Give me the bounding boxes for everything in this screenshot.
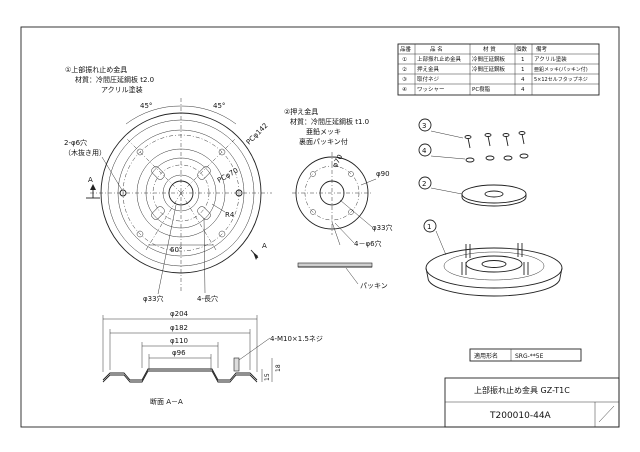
section-thread: 4-M10×1.5ネジ: [270, 335, 323, 343]
part1-slot: [151, 206, 165, 220]
part2-plan-view: ②押え金具 材質：冷間圧延鋼板 t1.0 亜鉛メッキ 裏面パッキン付 φ70 φ…: [284, 107, 393, 290]
table-header-no: 品番: [400, 46, 412, 53]
table-row3-remarks: 5×12セルフタップネジ: [534, 76, 588, 83]
part1-center-hole: [168, 180, 194, 206]
section-d110: φ110: [170, 337, 188, 345]
part2-d90: φ90: [376, 170, 390, 178]
table-row1-remarks: アクリル塗装: [534, 55, 567, 63]
parts-table: 品番 品 名 材 質 個数 備考 ① 上部振れ止め金具 冷間圧延鋼板 1 アクリ…: [397, 43, 600, 96]
part1-angle-right: 45°: [213, 102, 225, 110]
part2-center-hole: [319, 180, 345, 206]
section-h18: 18: [275, 364, 282, 372]
section-d182: φ182: [170, 324, 188, 332]
sheet-border: [20, 26, 620, 428]
drawing-number: T200010-44A: [489, 411, 552, 421]
table-row4-material: PC樹脂: [472, 85, 491, 93]
section-d96: φ96: [172, 349, 186, 357]
section-profile: [102, 368, 258, 381]
table-header-qty: 個数: [516, 45, 528, 53]
part1-pcd70: PCφ70: [216, 166, 240, 184]
table-row4-no: ④: [402, 87, 407, 93]
part2-hole33: φ33穴: [372, 223, 393, 232]
part2-material: 材質：冷間圧延鋼板 t1.0: [290, 117, 369, 126]
table-row2-remarks: 亜鉛メッキ(パッキン付): [534, 66, 588, 73]
part1-holes-label: 2-φ6穴: [64, 138, 87, 147]
table-row3-qty: 4: [521, 77, 525, 83]
part1-pcd142: PCφ142: [245, 122, 270, 147]
part1-holes-note: （木抜き用）: [64, 148, 106, 157]
table-row2-qty: 1: [521, 67, 525, 73]
part1-slot: [151, 166, 165, 180]
table-row1-name: 上部振れ止め金具: [417, 55, 462, 63]
part1-plan-view: ①上部振れ止め金具 材質：冷間圧延鋼板 t2.0 アクリル塗装 45° 45°: [64, 65, 272, 303]
part1-wood-hole-left: [119, 189, 127, 197]
part1-title: ①上部振れ止め金具: [65, 65, 127, 74]
callout-4: 4: [422, 147, 427, 155]
title-block: 適用形名 SRG-**5E 上部振れ止め金具 GZ-T1C T200010-44…: [444, 348, 620, 428]
part2-finish: 亜鉛メッキ: [306, 127, 341, 136]
part2-title: ②押え金具: [284, 107, 318, 116]
part1-wood-hole-right: [235, 189, 243, 197]
part1-angle-60: 60°: [170, 246, 182, 254]
table-header-material: 材 質: [483, 45, 496, 53]
exploded-view: 3 4 2 1: [418, 118, 563, 297]
part1-slot: [197, 206, 211, 220]
exploded-base-ring: [425, 243, 563, 297]
screws: [464, 131, 526, 149]
table-row4-name: ワッシャー: [417, 86, 445, 93]
part1-outer-ring: [100, 112, 262, 274]
part1-angle-left: 45°: [140, 102, 152, 110]
table-row3-name: 取付ネジ: [417, 75, 440, 83]
table-header-remarks: 備考: [536, 45, 548, 53]
part2-packing-note: 裏面パッキン付: [299, 137, 348, 146]
drawing-title: 上部振れ止め金具 GZ-T1C: [474, 385, 570, 395]
section-stud: [233, 357, 240, 372]
table-row1-no: ①: [402, 57, 407, 63]
part1-r4: R4: [225, 211, 235, 219]
part2-packing-strip: [297, 262, 373, 268]
applicable-label: 適用形名: [474, 352, 498, 360]
section-d204: φ204: [170, 310, 189, 318]
callout-1: 1: [427, 223, 431, 231]
part1-slot: [197, 166, 211, 180]
table-row2-no: ②: [402, 66, 407, 73]
section-caption: 断面 A－A: [150, 397, 183, 406]
section-h15: 15: [264, 373, 271, 381]
callout-2: 2: [422, 180, 426, 188]
applicable-value: SRG-**5E: [515, 353, 544, 360]
table-row1-material: 冷間圧延鋼板: [472, 55, 506, 63]
part1-hole33: φ33穴: [143, 294, 164, 303]
part2-outer-ring: [295, 156, 369, 230]
table-row2-material: 冷間圧延鋼板: [472, 65, 506, 73]
part1-section-a-right: A: [262, 242, 267, 250]
section-view: φ204 φ182 φ110 φ96 4-M10×1.5ネジ 15 18 断面 …: [102, 310, 323, 406]
part2-holes6: 4－φ6穴: [354, 239, 382, 248]
part2-d70: φ70: [331, 153, 345, 169]
part1-section-a-left: A: [88, 176, 93, 184]
table-row4-qty: 4: [521, 87, 525, 93]
part1-finish: アクリル塗装: [101, 85, 143, 94]
part1-slot-label: 4-長穴: [197, 294, 218, 303]
exploded-pressure-plate: [461, 184, 527, 207]
table-row3-no: ③: [402, 77, 407, 83]
table-header-name: 品 名: [430, 45, 443, 53]
callout-3: 3: [422, 122, 426, 130]
washers: [465, 153, 529, 163]
part2-packing-label: パッキン: [360, 282, 388, 290]
table-row2-name: 押え金具: [417, 65, 440, 73]
table-row1-qty: 1: [521, 57, 525, 63]
part1-material: 材質：冷間圧延鋼板 t2.0: [75, 75, 154, 84]
